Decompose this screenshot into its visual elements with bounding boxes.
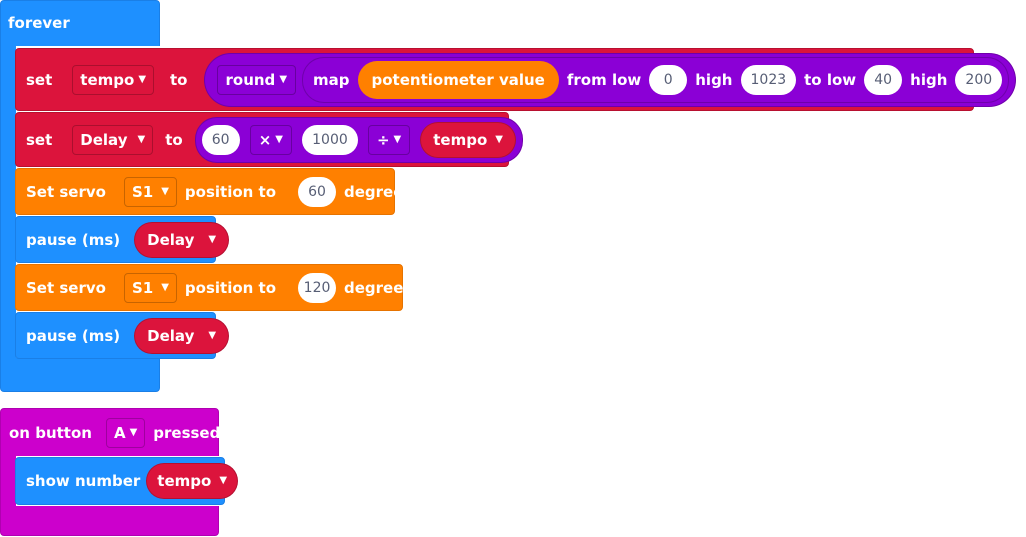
show-number-block[interactable]: show number tempo ▼ <box>15 457 239 505</box>
variable-reporter-tempo[interactable]: tempo ▼ <box>146 463 239 499</box>
chevron-down-icon: ▼ <box>495 133 503 145</box>
chevron-down-icon: ▼ <box>275 133 283 145</box>
pause-label: pause (ms) <box>26 230 121 249</box>
set-label: set <box>26 70 53 89</box>
pause-block-1[interactable]: pause (ms) Delay ▼ <box>15 216 230 263</box>
arithmetic-reporter[interactable]: 60 × ▼ 1000 ÷ ▼ tempo ▼ <box>194 116 523 163</box>
position-to-label: position to <box>184 182 277 201</box>
operator-dropdown-multiply[interactable]: × ▼ <box>249 124 292 155</box>
number-input-60[interactable]: 60 <box>201 124 240 155</box>
variable-dropdown-delay[interactable]: Delay ▼ <box>72 124 154 155</box>
chevron-down-icon: ▼ <box>137 133 146 145</box>
map-reporter[interactable]: map potentiometer value from low 0 high … <box>302 56 1010 103</box>
operator-dropdown-divide[interactable]: ÷ ▼ <box>367 124 411 155</box>
degrees-label: degrees <box>344 278 413 297</box>
show-number-label: show number <box>26 472 141 490</box>
set-servo-block-2[interactable]: Set servo S1 ▼ position to 120 degrees <box>15 264 412 311</box>
set-servo-block-1[interactable]: Set servo S1 ▼ position to 60 degrees <box>15 168 412 215</box>
set-label: set <box>26 130 53 149</box>
block-notch <box>34 359 48 365</box>
set-servo-label: Set servo <box>26 278 106 297</box>
chevron-down-icon: ▼ <box>219 475 228 486</box>
variable-reporter-tempo[interactable]: tempo ▼ <box>420 121 516 158</box>
set-tempo-block[interactable]: set tempo ▼ to round ▼ map potentiometer… <box>15 48 1017 111</box>
chevron-down-icon: ▼ <box>161 185 169 197</box>
to-low-input[interactable]: 40 <box>864 64 903 95</box>
to-low-label: to low <box>804 70 857 89</box>
high-label-2: high <box>910 70 948 89</box>
from-low-label: from low <box>566 70 642 89</box>
to-high-input[interactable]: 200 <box>955 64 1003 95</box>
servo-angle-input[interactable]: 60 <box>298 176 337 207</box>
math-function-dropdown[interactable]: round ▼ <box>216 64 297 95</box>
variable-reporter-delay[interactable]: Delay ▼ <box>134 317 230 354</box>
servo-port-dropdown[interactable]: S1 ▼ <box>123 176 177 207</box>
round-reporter[interactable]: round ▼ map potentiometer value from low… <box>203 52 1017 107</box>
servo-angle-input[interactable]: 120 <box>298 272 337 303</box>
chevron-down-icon: ▼ <box>208 233 217 245</box>
set-delay-block[interactable]: set Delay ▼ to 60 × ▼ 1000 ÷ ▼ tempo ▼ <box>15 112 523 167</box>
to-label: to <box>165 130 183 149</box>
to-label: to <box>170 70 188 89</box>
on-button-label: on button <box>9 424 92 442</box>
on-button-header: on button A ▼ pressed <box>0 416 229 450</box>
from-low-input[interactable]: 0 <box>649 64 688 95</box>
variable-dropdown-tempo[interactable]: tempo ▼ <box>72 64 155 95</box>
chevron-down-icon: ▼ <box>208 329 217 341</box>
forever-label: forever <box>8 14 70 32</box>
variable-reporter-delay[interactable]: Delay ▼ <box>134 221 230 258</box>
chevron-down-icon: ▼ <box>279 73 288 85</box>
high-label: high <box>695 70 733 89</box>
chevron-down-icon: ▼ <box>129 427 138 438</box>
chevron-down-icon: ▼ <box>161 281 169 293</box>
chevron-down-icon: ▼ <box>138 73 147 85</box>
map-label: map <box>313 70 350 89</box>
servo-port-dropdown[interactable]: S1 ▼ <box>123 272 177 303</box>
button-dropdown[interactable]: A ▼ <box>105 418 146 448</box>
set-servo-label: Set servo <box>26 182 106 201</box>
number-input-1000[interactable]: 1000 <box>301 124 358 155</box>
pause-label: pause (ms) <box>26 326 121 345</box>
pause-block-2[interactable]: pause (ms) Delay ▼ <box>15 312 230 359</box>
from-high-input[interactable]: 1023 <box>740 64 797 95</box>
degrees-label: degrees <box>344 182 413 201</box>
position-to-label: position to <box>184 278 277 297</box>
pressed-label: pressed <box>153 424 221 442</box>
potentiometer-reporter[interactable]: potentiometer value <box>357 60 559 99</box>
chevron-down-icon: ▼ <box>393 133 402 145</box>
